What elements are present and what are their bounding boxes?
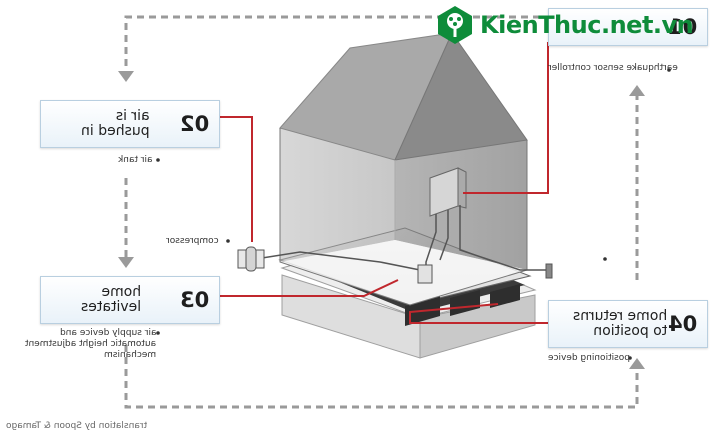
bullet-air-tank (156, 158, 160, 162)
bullet-air-supply (156, 331, 160, 335)
pipe-2 (439, 210, 449, 261)
compressor-tank (245, 246, 257, 272)
watermark-text: KienThuc.net.vn (480, 11, 694, 39)
arrow-head-up-2 (629, 85, 645, 96)
label-air-supply-line3: mechanism (103, 350, 156, 360)
bullets (156, 68, 671, 360)
pipe-4 (261, 251, 421, 271)
label-air-supply-line2: automatic height adjustment (24, 339, 156, 349)
channel-2 (450, 290, 480, 316)
label-air-supply-line1: air supply device and (59, 328, 156, 338)
leader-03 (220, 279, 399, 297)
leader-01 (463, 42, 549, 194)
step-box-03: 03 home levitates (40, 276, 220, 324)
channel-3 (490, 284, 520, 308)
watermark-logo: KienThuc.net.vn (434, 4, 694, 46)
arrow-head-down-1 (118, 71, 134, 82)
step-number-03: 03 (179, 288, 209, 312)
step-text-04: home returns to position (573, 308, 668, 339)
step-number-04: 04 (667, 312, 697, 336)
step-text-03-line2: levitates (81, 299, 142, 315)
bullet-extra (603, 257, 607, 261)
step-text-03: home levitates (81, 284, 142, 315)
step-text-04-line2: to position (593, 323, 668, 339)
step-text-02-line1: air is (115, 108, 150, 124)
arrow-heads (118, 71, 645, 369)
sensor-controller-side (457, 167, 467, 209)
house-left-wall (280, 128, 395, 262)
step-text-02-line2: pushed in (81, 123, 150, 139)
arrow-head-down-2 (118, 257, 134, 268)
roof-right (394, 31, 528, 161)
step-box-01: 01 (548, 8, 708, 46)
step-text-03-line1: home (101, 284, 142, 300)
bullet-compressor (226, 239, 230, 243)
house-illustration (237, 31, 553, 359)
credit-text: translation by Spoon & Tamago (6, 421, 148, 431)
pipe-3 (459, 205, 548, 271)
bullet-positioning (628, 356, 632, 360)
house-outline (279, 128, 528, 306)
arrow-bottom-path (124, 345, 639, 409)
label-positioning-device: positioning device (548, 353, 630, 363)
step-box-04: 04 home returns to position (548, 300, 708, 348)
leader-lines (220, 42, 549, 324)
label-air-tank: air tank (118, 155, 153, 165)
label-earthquake-sensor: earthquake sensor controller (548, 63, 678, 73)
step-box-02: 02 air is pushed in (40, 100, 220, 148)
arrow-head-up-1 (629, 358, 645, 369)
label-compressor: compressor (166, 236, 219, 246)
bullet-sensor (667, 68, 671, 72)
positioning-device (545, 263, 553, 279)
label-air-supply: air supply device and automatic height a… (25, 328, 156, 362)
step-number-02: 02 (179, 112, 209, 136)
leader-02 (220, 116, 253, 242)
leader-04 (409, 303, 548, 324)
step-text-04-line1: home returns (573, 308, 668, 324)
step-text-02: air is pushed in (81, 108, 150, 139)
house-back-floor (280, 240, 527, 305)
tree-logo-icon (438, 6, 472, 44)
air-supply-device (417, 264, 433, 284)
